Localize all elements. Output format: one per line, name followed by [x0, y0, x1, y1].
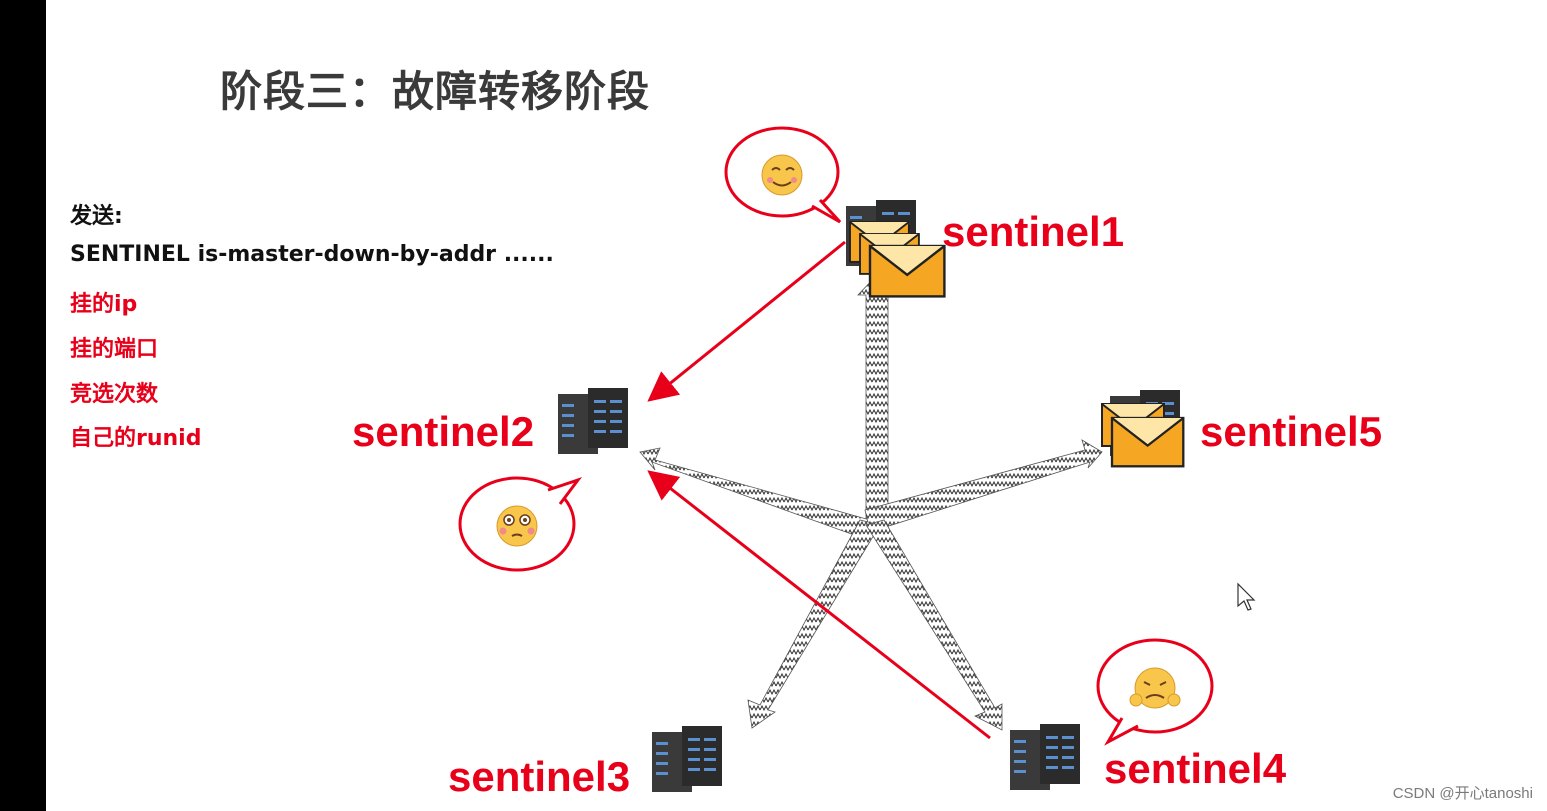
param-ip: 挂的ip — [70, 292, 138, 317]
speech-bubble-sentinel4 — [1096, 638, 1214, 746]
mouse-cursor-icon — [1237, 582, 1256, 611]
param-runid: 自己的runid — [70, 426, 202, 451]
speech-bubble-sentinel1 — [724, 126, 842, 224]
worried-emoji-icon — [1129, 667, 1181, 709]
sentinel2-label: sentinel2 — [352, 408, 535, 455]
arrow-to-sentinel4 — [865, 519, 1003, 731]
sentinel1-label: sentinel1 — [942, 208, 1125, 255]
smile-emoji-icon — [761, 154, 803, 196]
send-command: SENTINEL is-master-down-by-addr ...... — [70, 242, 554, 267]
watermark: CSDN @开心tanoshi — [1392, 785, 1533, 802]
arrow-to-sentinel3 — [747, 519, 881, 729]
blush-emoji-icon — [496, 505, 538, 547]
param-election-count: 竞选次数 — [70, 382, 159, 407]
arrow-to-sentinel1 — [857, 274, 897, 531]
vote-arrow-sentinel1-to-sentinel2 — [647, 240, 846, 402]
sentinel3-label: sentinel3 — [448, 753, 631, 800]
arrow-to-sentinel2 — [639, 447, 871, 541]
sentinel5-label: sentinel5 — [1200, 408, 1383, 455]
sentinel4-label: sentinel4 — [1104, 745, 1287, 792]
page-title: 阶段三：故障转移阶段 — [220, 67, 651, 116]
send-label: 发送: — [70, 204, 123, 229]
arrow-to-sentinel5 — [864, 439, 1103, 533]
sentinel2-server-icon — [558, 388, 628, 454]
broadcast-arrows — [639, 274, 1103, 731]
speech-bubble-sentinel2 — [458, 476, 583, 572]
left-border — [0, 0, 46, 811]
sentinel3-server-icon — [652, 726, 722, 792]
sentinel1-mail-icon — [849, 221, 946, 298]
sentinel4-server-icon — [1010, 724, 1080, 790]
param-port: 挂的端口 — [70, 337, 159, 362]
vote-arrow-sentinel4-to-sentinel2 — [647, 470, 991, 740]
